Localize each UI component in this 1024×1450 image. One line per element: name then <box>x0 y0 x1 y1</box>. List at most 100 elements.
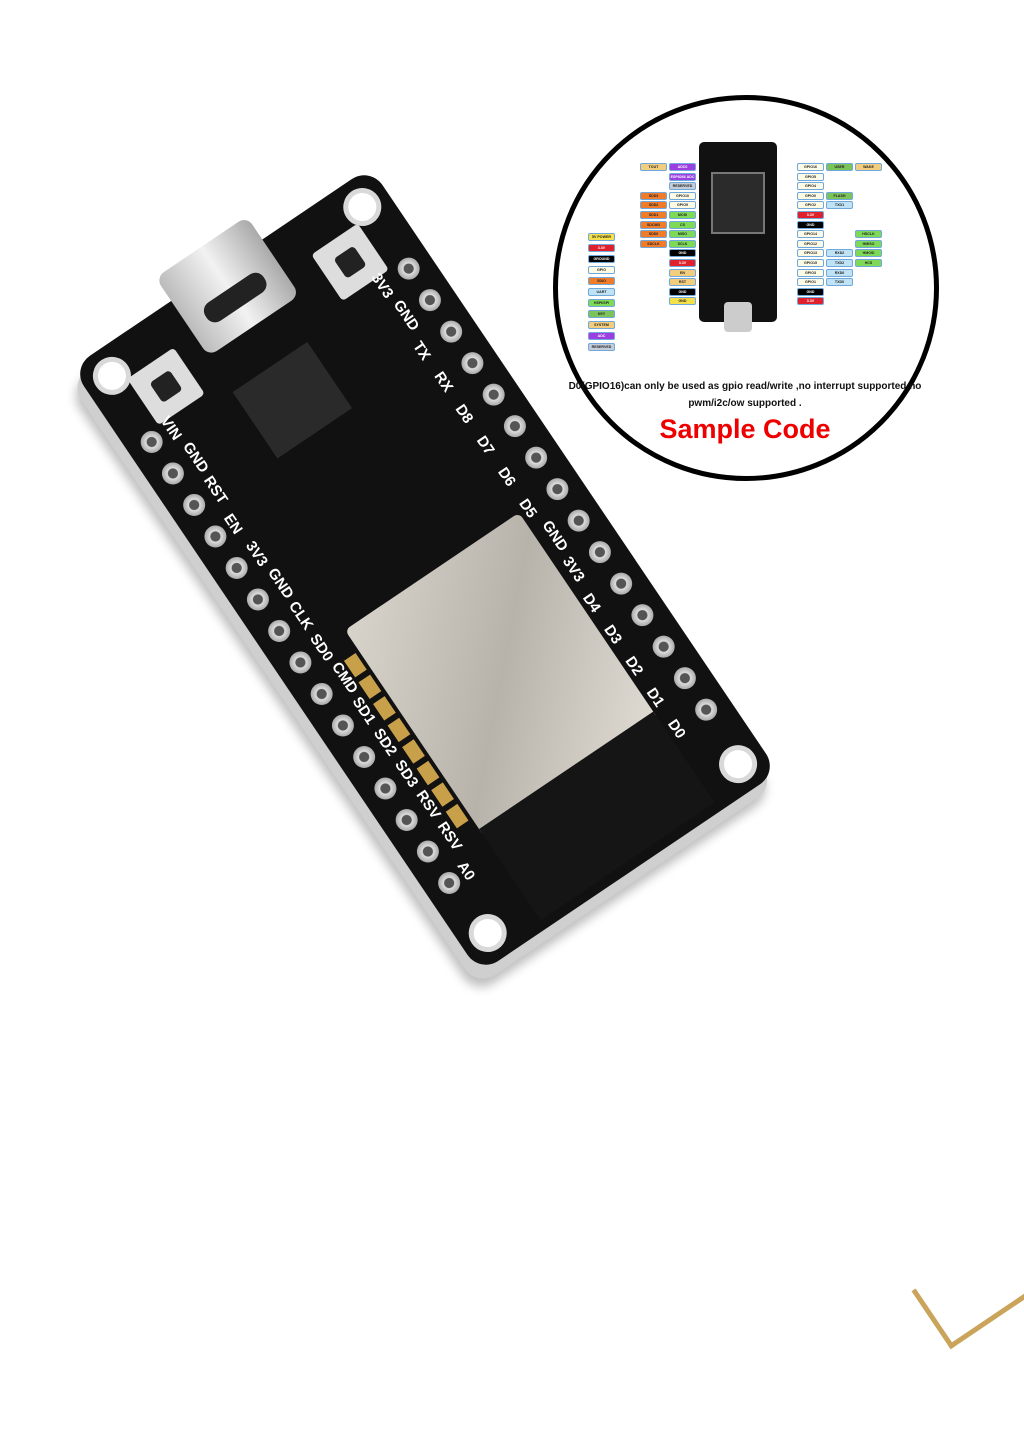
pinout-label: RXD2 <box>826 249 853 258</box>
pinout-label: CS <box>669 220 696 229</box>
pcb-antenna <box>911 1196 1024 1350</box>
pin-label: GND <box>179 438 212 477</box>
pinout-label: SDIO <box>588 277 615 285</box>
pinout-label: GND <box>669 297 696 306</box>
pinout-label: HMOSI <box>855 249 882 258</box>
pinout-label: GND <box>797 287 824 296</box>
reset-button <box>127 347 205 426</box>
pinout-label: SDD2 <box>640 201 667 210</box>
pin-header <box>178 489 210 521</box>
pin-header <box>393 253 424 284</box>
pinout-label: GPIO5 <box>797 172 824 181</box>
pinout-label: TXD0 <box>826 278 853 287</box>
pinout-label: 3.3V <box>797 211 824 219</box>
pinout-label: 5V POWER <box>588 233 615 241</box>
pinout-label: SYSTEM <box>588 321 615 329</box>
pin-header <box>520 442 552 473</box>
pinout-label: GPIO2 <box>797 201 824 210</box>
pinout-label: GPIO10 <box>669 191 696 200</box>
pinout-label: SDD1 <box>640 211 667 219</box>
mounting-hole <box>711 737 765 791</box>
pinout-label: HSCLK <box>855 230 882 239</box>
pinout-board-image <box>699 142 777 332</box>
pinout-label: SCLK <box>669 239 696 248</box>
pinout-label: SDCMD <box>640 220 667 229</box>
pinout-label: USER <box>826 163 853 171</box>
pinout-label: GPIO16 <box>797 163 824 171</box>
pin-header <box>263 615 295 647</box>
pinout-label: MISO <box>669 230 696 239</box>
pinout-label: FLASH <box>826 191 853 200</box>
pin-label: D8 <box>451 401 477 427</box>
pin-label: GND <box>389 296 423 335</box>
pin-header <box>542 473 573 505</box>
pin-header <box>563 505 594 536</box>
usb-serial-chip <box>232 341 353 459</box>
pinout-label: HCS <box>855 259 882 267</box>
pinout-module-image <box>711 172 765 234</box>
pin-header <box>306 678 337 710</box>
pinout-label: 3.3V <box>669 259 696 267</box>
pin-label: GND <box>264 565 297 603</box>
pinout-label: MOSI <box>669 211 696 219</box>
pin-header <box>242 584 274 615</box>
pin-header <box>221 552 252 584</box>
pinout-label: RESERVED <box>669 182 696 191</box>
pin-header <box>584 536 616 568</box>
pinout-label: ADC <box>588 332 615 340</box>
sample-code-title: Sample Code <box>659 414 831 444</box>
mounting-hole <box>335 180 389 234</box>
pin-header <box>499 410 531 442</box>
pin-label: D7 <box>472 432 498 459</box>
pin-header <box>391 804 422 836</box>
pin-label: RX <box>430 368 457 396</box>
pinout-label: GPIO13 <box>797 249 824 258</box>
pin-label: TX <box>409 338 434 364</box>
pinout-label: GPIO1 <box>797 278 824 287</box>
pinout-label: GPIO0 <box>797 191 824 200</box>
pinout-label: RESERVED <box>588 343 615 351</box>
pinout-label: SDCLK <box>640 239 667 248</box>
pin-header <box>435 316 467 347</box>
pinout-label: ADC0 <box>669 163 696 171</box>
d0-note: D0(GPIO16)can only be used as gpio read/… <box>568 381 922 409</box>
usb-c-opening <box>200 268 271 327</box>
pin-header <box>648 631 679 662</box>
pinout-label: GPIO9 <box>669 201 696 210</box>
pin-header <box>285 647 316 678</box>
pinout-label: RST <box>669 278 696 287</box>
pinout-label: TOUT <box>640 163 667 171</box>
pinout-label: KEY <box>588 310 615 318</box>
pinout-label: GPIO3 <box>797 268 824 277</box>
pinout-label: SDD0 <box>640 230 667 239</box>
pin-header <box>414 284 446 316</box>
pinout-label: GND <box>669 249 696 258</box>
pin-header <box>412 836 444 867</box>
pinout-usb-image <box>724 302 752 332</box>
pin-header <box>605 568 637 599</box>
pinout-label: WAKE <box>855 163 882 171</box>
pinout-label: GPIO14 <box>797 230 824 239</box>
pinout-label: HMISO <box>855 239 882 248</box>
pin-header <box>457 347 488 379</box>
pin-header <box>478 379 509 410</box>
pin-header <box>348 741 380 773</box>
pinout-label: HSPI/SPI <box>588 299 615 307</box>
pin-header <box>157 458 189 489</box>
pinout-label: SDD3 <box>640 191 667 200</box>
pinout-label: 3.3V <box>588 244 615 252</box>
pinout-label: GPIO4 <box>797 182 824 191</box>
pin-label: D6 <box>494 464 519 490</box>
pinout-label: ESP8266 ADC <box>669 172 696 181</box>
pinout-label: TXD2 <box>826 259 853 267</box>
pinout-label: 3.3V <box>797 297 824 306</box>
mounting-hole <box>461 906 515 960</box>
pin-header <box>370 773 401 804</box>
pinout-label: EN <box>669 268 696 277</box>
pinout-label: UART <box>588 288 615 296</box>
pinout-label: GPIO15 <box>797 259 824 267</box>
pinout-label: GROUND <box>588 255 615 263</box>
pinout-label: RXD0 <box>826 268 853 277</box>
pin-header <box>327 710 359 741</box>
pinout-label: GPIO12 <box>797 239 824 248</box>
